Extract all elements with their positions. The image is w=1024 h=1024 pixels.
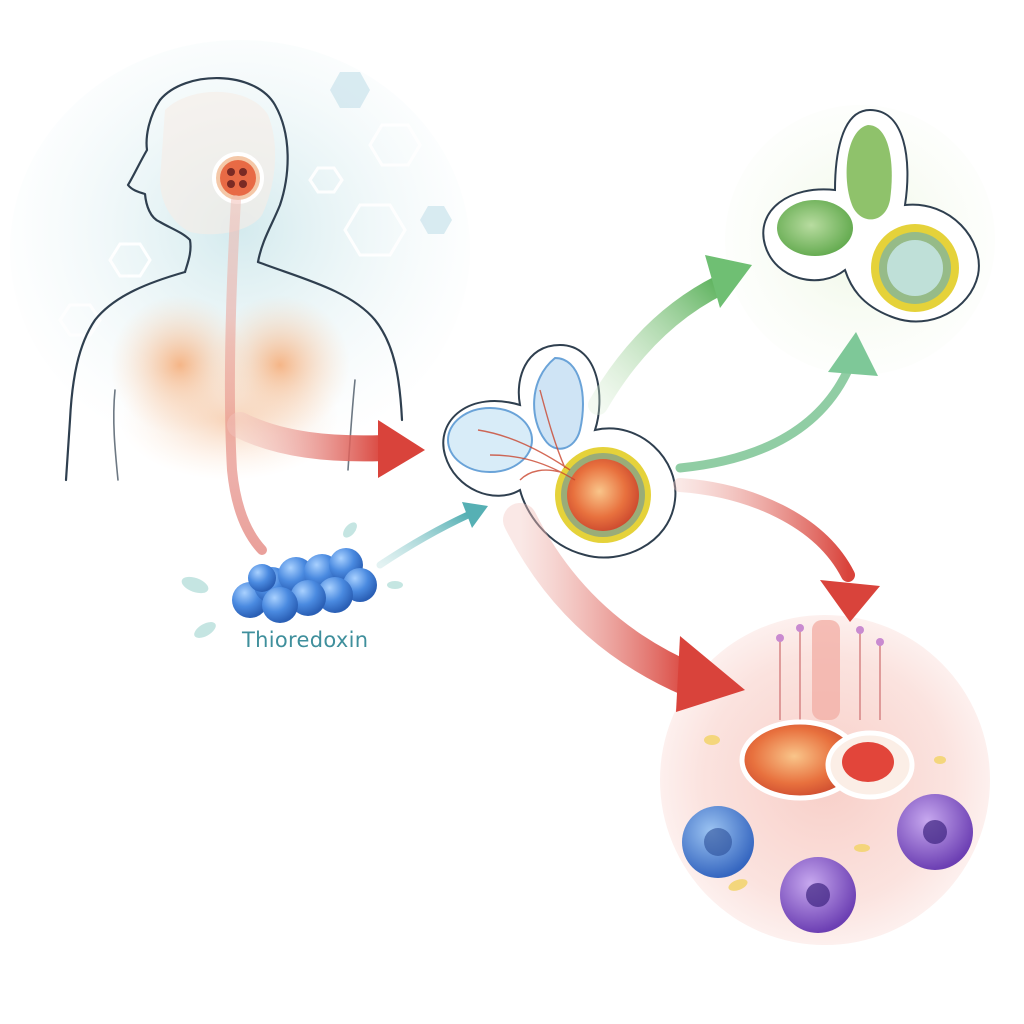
immune-cell-purple-1 [780,857,856,933]
flow-neck-to-molecule [224,195,267,555]
arrow-molecule-to-cell [376,502,488,569]
arrow-cell-to-green-cell [588,255,752,415]
thioredoxin-label: Thioredoxin [242,628,369,652]
particle-decoration [704,735,946,891]
hexagon-decoration [58,123,422,337]
leaf-decoration [181,522,403,638]
thioredoxin-molecule-icon [232,548,377,623]
arrow-cell-to-green-cell-return [675,332,878,473]
arrow-chest-to-cell [227,412,425,478]
inflamed-tissue-icon [739,620,915,801]
human-silhouette-icon [64,77,404,482]
hexagon-fill-decoration [330,72,452,234]
arrow-cell-to-inflamed [503,503,745,712]
central-cell-icon [442,343,677,559]
green-cell-icon [762,108,980,323]
arrow-cell-to-inflamed-right [673,478,880,622]
thyroid-organ-icon [212,152,264,204]
immune-cell-purple-2 [897,794,973,870]
immune-cell-blue [682,806,754,878]
